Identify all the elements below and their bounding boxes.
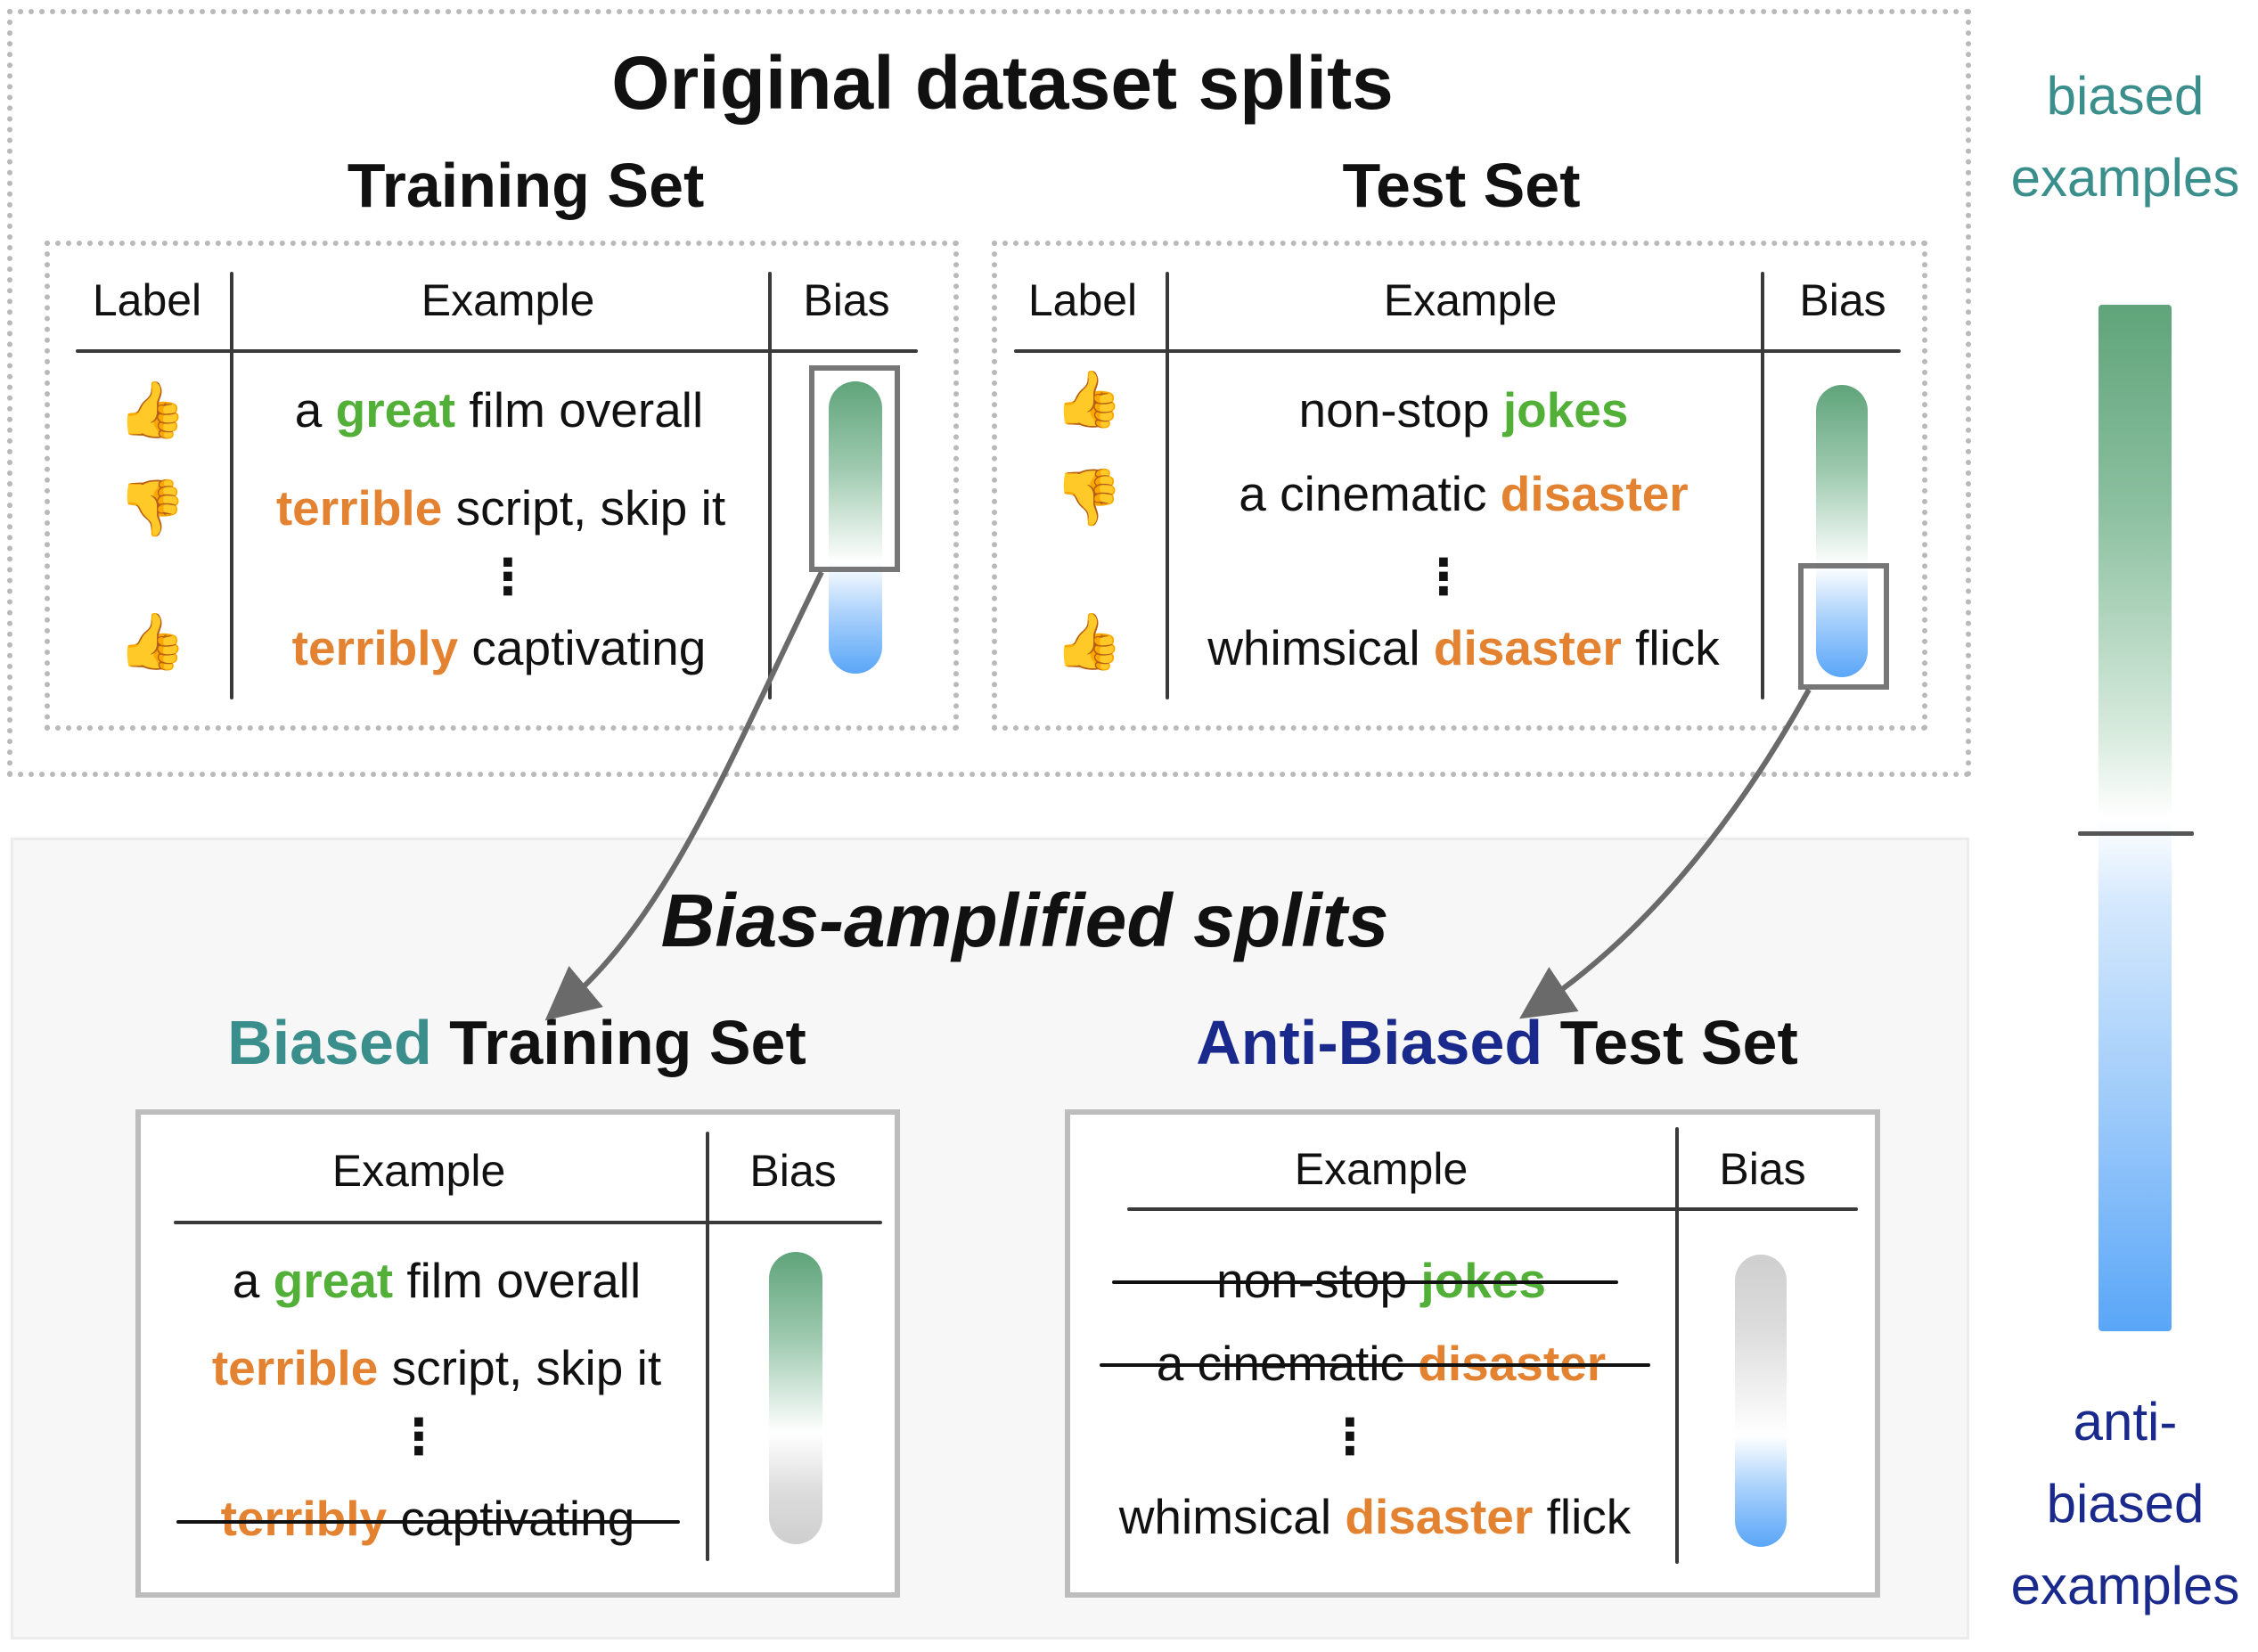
legend-midpoint-divider — [2078, 831, 2194, 836]
thumbs-down-icon: 👎 — [118, 478, 187, 539]
original-splits-title: Original dataset splits — [611, 41, 1394, 125]
anti-biased-test-row-1-strikethrough — [1112, 1280, 1618, 1284]
test-header-example: Example — [1383, 275, 1558, 325]
thumbs-up-icon: 👍 — [118, 380, 187, 441]
biased-training-row-1: a great film overall — [232, 1253, 642, 1308]
test-header-label: Label — [1027, 275, 1138, 325]
thumbs-down-icon: 👎 — [1054, 467, 1124, 528]
test-header-divider — [1014, 349, 1901, 353]
biased-training-row-3-strikethrough — [176, 1520, 680, 1524]
test-col-divider-2 — [1761, 272, 1764, 699]
biased-training-header-bias: Bias — [749, 1146, 837, 1196]
test-bias-bar — [1816, 385, 1868, 677]
anti-biased-test-col-divider — [1675, 1127, 1679, 1564]
anti-biased-test-bias-bar — [1735, 1255, 1787, 1547]
anti-biased-test-row-2-strikethrough — [1100, 1363, 1650, 1367]
test-ellipsis: ⋮ — [1419, 549, 1469, 604]
training-header-label: Label — [92, 275, 202, 325]
thumbs-up-icon: 👍 — [1054, 369, 1124, 430]
arrow-test-to-anti-biased — [1519, 688, 1812, 1019]
test-row-1: non-stop jokes — [1298, 382, 1629, 438]
biased-training-row-2: terrible script, skip it — [211, 1340, 662, 1395]
training-header-bias: Bias — [803, 275, 890, 325]
test-bias-highlight-box — [1798, 563, 1889, 690]
biased-training-title: Biased Training Set — [227, 1008, 806, 1077]
anti-biased-test-title: Anti-Biased Test Set — [1196, 1008, 1798, 1077]
training-bias-highlight-box — [809, 365, 900, 572]
legend-bias-gradient-bar — [2098, 305, 2172, 1331]
training-set-title: Training Set — [347, 151, 705, 220]
biased-training-header-divider — [174, 1221, 882, 1224]
biased-training-col-divider — [706, 1132, 709, 1561]
original-splits-frame — [7, 9, 1971, 777]
anti-biased-test-ellipsis: ⋮ — [1325, 1409, 1375, 1464]
training-bias-bar — [829, 381, 882, 674]
training-col-divider-2 — [768, 272, 772, 699]
arrow-training-to-biased — [544, 570, 824, 1021]
training-row-2: terrible script, skip it — [275, 480, 726, 536]
test-row-2: a cinematic disaster — [1239, 466, 1689, 521]
training-row-3: terribly captivating — [291, 620, 707, 675]
training-row-1: a great film overall — [294, 382, 704, 438]
thumbs-up-icon: 👍 — [1054, 611, 1124, 673]
training-header-divider — [76, 349, 918, 353]
biased-training-bias-bar — [769, 1252, 822, 1544]
anti-biased-test-header-divider — [1127, 1207, 1858, 1211]
test-table-frame — [992, 241, 1927, 731]
training-header-example: Example — [421, 275, 595, 325]
biased-training-ellipsis: ⋮ — [394, 1409, 444, 1464]
test-set-title: Test Set — [1342, 151, 1581, 220]
biased-training-header-example: Example — [331, 1146, 506, 1196]
test-header-bias: Bias — [1799, 275, 1886, 325]
training-ellipsis: ⋮ — [483, 549, 533, 604]
amplified-splits-title: Bias-amplified splits — [660, 879, 1389, 962]
anti-biased-test-header-bias: Bias — [1719, 1144, 1806, 1194]
anti-biased-test-header-example: Example — [1294, 1144, 1469, 1194]
test-col-divider-1 — [1166, 272, 1169, 699]
training-table-frame — [45, 241, 959, 731]
thumbs-up-icon: 👍 — [118, 611, 187, 673]
biased-training-row-3-removed: terribly captivating — [220, 1491, 635, 1546]
anti-biased-test-row-3: whimsical disaster flick — [1118, 1489, 1632, 1544]
test-row-3: whimsical disaster flick — [1207, 620, 1720, 675]
training-col-divider-1 — [230, 272, 233, 699]
